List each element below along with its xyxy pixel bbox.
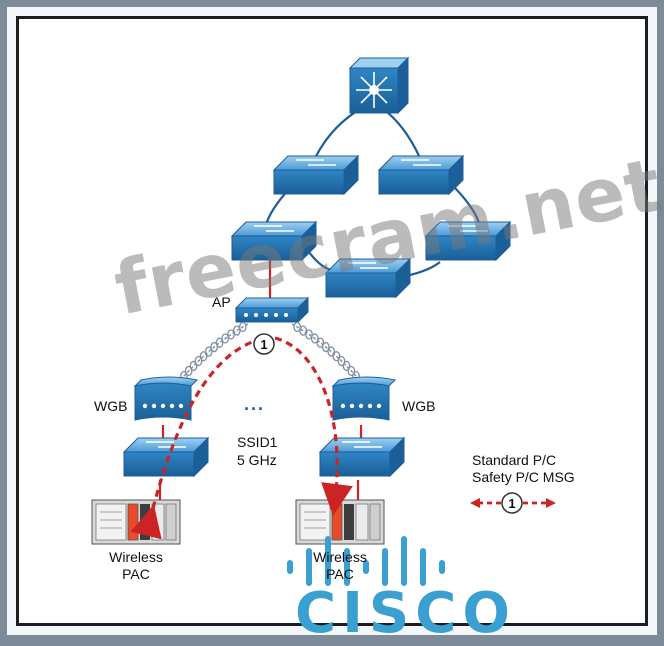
flow-arrow-right [274, 336, 353, 516]
wireless-coil-loop [316, 337, 325, 348]
flow-marker-badge: 1 [253, 333, 275, 355]
switch-icon [318, 436, 406, 478]
access-point-icon [234, 296, 310, 324]
pac-right-label: Wireless [313, 549, 367, 565]
pac-left-label: Wireless [109, 549, 163, 565]
wgb-right-label: WGB [402, 398, 436, 414]
wireless-coil-loop [347, 365, 356, 377]
ap-label: AP [212, 294, 231, 310]
wireless-coil-loop [327, 346, 336, 357]
wireless-coil-loop [305, 329, 313, 340]
pac-right-icon [295, 499, 385, 545]
wgb-left-icon [133, 376, 199, 421]
wireless-coil-loop [321, 341, 330, 353]
safety-message-flow [130, 336, 353, 540]
link-core-to-switch-b [381, 107, 422, 159]
wireless-coil-loop [184, 365, 193, 377]
wireless-coil-loop [293, 321, 302, 333]
wireless-coil-loop [189, 360, 198, 372]
legend-label-safety: Safety P/C MSG [472, 469, 575, 485]
wireless-coil-loop [210, 341, 219, 353]
wireless-coil-loop [215, 337, 224, 348]
switch-icon [272, 154, 360, 196]
pac-right-label-2: PAC [326, 566, 354, 582]
wireless-coil-loop [238, 321, 247, 333]
wireless-ellipsis: ... [244, 394, 266, 414]
cisco-logo-text: CISCO [295, 581, 516, 646]
wireless-coil-loop [310, 333, 319, 344]
switch-icon [424, 220, 512, 262]
pac-left-icon [91, 499, 181, 545]
wireless-coil-loop [204, 346, 213, 357]
core-switch-icon [348, 56, 410, 115]
switch-icon [324, 257, 412, 299]
wireless-coils [180, 321, 360, 382]
pac-left-label-2: PAC [122, 566, 150, 582]
wireless-coil-loop [199, 351, 208, 362]
switch-icon [377, 154, 465, 196]
wireless-coil-loop [299, 325, 308, 336]
ssid-label: SSID1 [237, 434, 278, 450]
wgb-left-label: WGB [94, 398, 128, 414]
wireless-coil-loop [221, 333, 230, 344]
cisco-logo-bars [287, 536, 445, 586]
wireless-coil-loop [337, 355, 346, 367]
switch-icon [230, 220, 318, 262]
wgb-right-icon [331, 376, 397, 421]
link-switch-d-to-switch-e [409, 261, 441, 277]
wireless-coil-loop [332, 351, 341, 362]
wireless-coil-loop [342, 360, 351, 372]
link-core-to-switch-a [314, 107, 363, 159]
flow-marker-number: 1 [260, 337, 267, 352]
wireless-coil-loop [232, 325, 241, 336]
legend-marker-number: 1 [508, 496, 515, 511]
legend-label-standard: Standard P/C [472, 452, 557, 468]
ssid-band-label: 5 GHz [237, 452, 277, 468]
wireless-coil-loop [194, 355, 203, 367]
flow-arrow-left [130, 336, 266, 540]
wireless-coil-loop [227, 329, 235, 340]
legend-symbol: 1 [470, 492, 556, 514]
wireless-links [177, 323, 363, 384]
switch-icon [122, 436, 210, 478]
